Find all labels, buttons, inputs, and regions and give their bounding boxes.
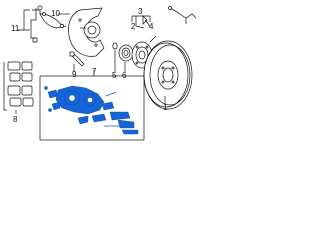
callout-3: 3 [138, 7, 143, 16]
ring-part-5 [112, 42, 118, 50]
callout-6: 6 [122, 71, 127, 80]
callout-1: 1 [163, 103, 168, 112]
callout-4: 4 [149, 22, 154, 31]
brake-caliper-part-7 [39, 75, 145, 141]
brake-rotor-part-1 [143, 40, 193, 110]
callout-5: 5 [112, 71, 117, 80]
leader-lines [15, 9, 166, 114]
callout-11: 11 [11, 24, 20, 33]
stud-part-4 [142, 15, 151, 27]
callout-10: 10 [51, 9, 60, 18]
callout-2: 2 [131, 22, 136, 31]
hub-bearing-part-6 [118, 44, 134, 62]
splash-shield-part-10 [68, 7, 105, 57]
bolt-part-9 [69, 51, 85, 67]
brake-assembly-diagram [3, 5, 197, 141]
wear-sensor-wire [168, 6, 197, 24]
callout-9: 9 [72, 70, 77, 79]
callout-7: 7 [92, 67, 97, 76]
brake-hose-part-11 [30, 5, 67, 43]
callout-8: 8 [13, 115, 18, 124]
brake-pads-part-8 [3, 61, 34, 111]
